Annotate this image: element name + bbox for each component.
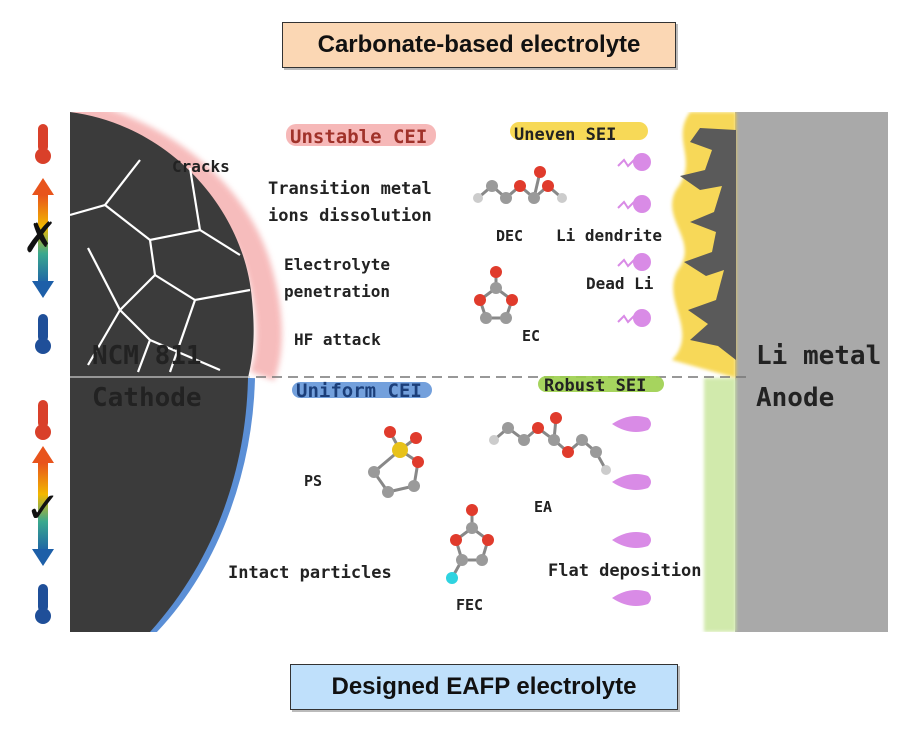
cathode-label-line2: Cathode: [92, 383, 202, 413]
robust-sei-label: Robust SEI: [544, 376, 646, 396]
temperature-range-arrow-bottom: [32, 446, 54, 566]
fec-molecule-icon: [446, 504, 494, 584]
cathode-cracks: [70, 159, 251, 373]
li-ion-icons-top: [617, 153, 651, 327]
dead-li-label: Dead Li: [586, 274, 654, 293]
li-metal-anode: [735, 112, 888, 632]
flat-deposition-label: Flat deposition: [548, 561, 702, 581]
intact-particles-label: Intact particles: [228, 563, 392, 583]
uneven-sei-with-dendrites: [672, 112, 736, 378]
tm-dissolution-line1: Transition metal: [268, 179, 432, 199]
unstable-cei-highlight: [286, 124, 436, 146]
penetration-line1: Electrolyte: [284, 255, 390, 274]
cathode-label-line1: NCM 811: [92, 341, 202, 371]
penetration-line2: penetration: [284, 282, 390, 301]
ec-label: EC: [522, 327, 540, 345]
uneven-sei-label: Uneven SEI: [514, 125, 616, 145]
thermometer-hot-icon: [35, 400, 51, 440]
ec-molecule-icon: [474, 266, 518, 324]
tm-dissolution-line2: ions dissolution: [268, 206, 432, 226]
title-designed-electrolyte: Designed EAFP electrolyte: [290, 664, 678, 710]
ea-molecule-icon: [489, 412, 611, 475]
robust-sei-layer: [704, 378, 736, 632]
uniform-cei-label: Uniform CEI: [296, 380, 422, 402]
li-dendrite-label: Li dendrite: [556, 226, 662, 245]
dec-label: DEC: [496, 227, 523, 245]
title-carbonate-electrolyte: Carbonate-based electrolyte: [282, 22, 676, 68]
robust-sei-highlight: [538, 376, 664, 392]
hf-attack-label: HF attack: [294, 330, 381, 349]
anode-label-line1: Li metal: [756, 341, 881, 371]
cracks-label: Cracks: [172, 157, 230, 176]
thermometer-cold-icon: [35, 584, 51, 624]
anode-label-line2: Anode: [756, 383, 834, 413]
ps-molecule-icon: [368, 426, 424, 498]
li-ion-icons-bottom: [612, 416, 651, 606]
uniform-cei-layer: [146, 377, 255, 632]
unstable-cei-label: Unstable CEI: [290, 126, 427, 148]
dec-molecule-icon: [473, 166, 567, 204]
thermometer-hot-icon: [35, 124, 51, 164]
check-mark-icon: ✓: [25, 483, 60, 532]
uneven-sei-highlight: [510, 122, 648, 140]
cross-mark-icon: ✗: [22, 213, 57, 262]
ea-label: EA: [534, 498, 552, 516]
ncm811-cathode-particle: [70, 112, 254, 632]
uniform-cei-highlight: [292, 382, 432, 398]
ps-label: PS: [304, 472, 322, 490]
temperature-range-arrow-top: [32, 178, 54, 298]
thermometer-cold-icon: [35, 314, 51, 354]
fec-label: FEC: [456, 596, 483, 614]
